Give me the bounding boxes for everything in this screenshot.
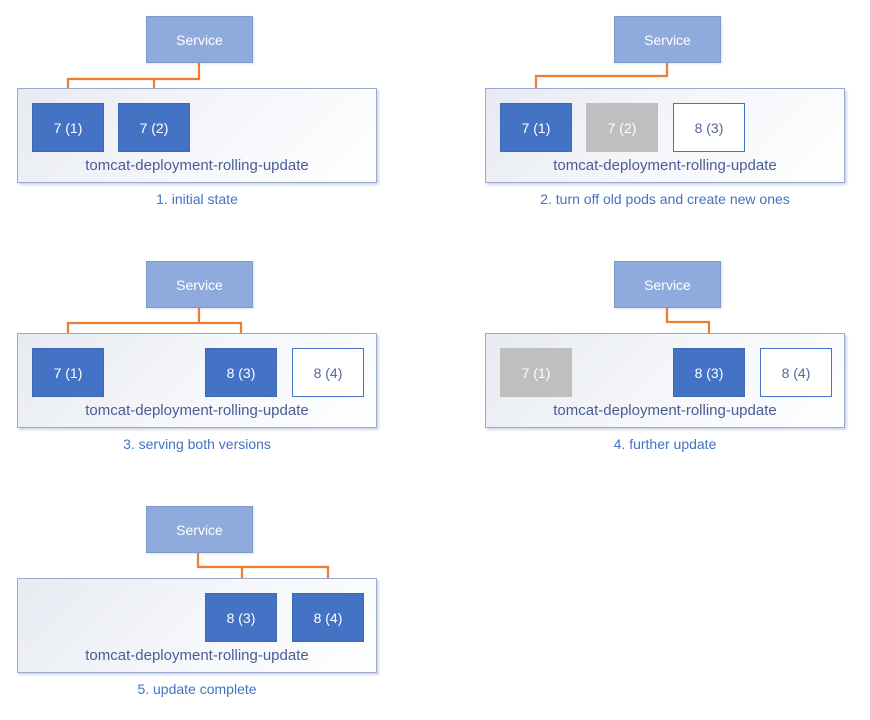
pod-7-2: 7 (2): [586, 103, 658, 152]
pod-7-1: 7 (1): [32, 348, 104, 397]
panel-caption: 5. update complete: [137, 681, 257, 697]
panel-further-update: Service 7 (1) 8 (3) 8 (4) tomcat-deploym…: [468, 245, 870, 475]
pod-8-4: 8 (4): [292, 593, 364, 642]
pod-7-1: 7 (1): [500, 103, 572, 152]
panel-caption: 3. serving both versions: [123, 436, 271, 452]
panel-initial-state: Service 7 (1) 7 (2) tomcat-deployment-ro…: [0, 0, 435, 230]
panel-caption: 1. initial state: [156, 191, 238, 207]
pod-7-1: 7 (1): [500, 348, 572, 397]
panel-caption: 4. further update: [613, 436, 717, 452]
pod-8-3: 8 (3): [205, 348, 277, 397]
deployment-label: tomcat-deployment-rolling-update: [553, 402, 777, 419]
pod-7-1: 7 (1): [32, 103, 104, 152]
service-box: Service: [146, 261, 253, 308]
deployment-label: tomcat-deployment-rolling-update: [85, 157, 309, 174]
deployment-box: [485, 88, 845, 183]
pod-8-3: 8 (3): [673, 348, 745, 397]
pod-8-4: 8 (4): [292, 348, 364, 397]
panel-update-complete: Service 8 (3) 8 (4) tomcat-deployment-ro…: [0, 490, 435, 720]
pod-8-3: 8 (3): [205, 593, 277, 642]
panel-caption: 2. turn off old pods and create new ones: [540, 191, 790, 207]
pod-8-3: 8 (3): [673, 103, 745, 152]
pod-8-4: 8 (4): [760, 348, 832, 397]
deployment-label: tomcat-deployment-rolling-update: [85, 647, 309, 664]
pod-7-2: 7 (2): [118, 103, 190, 152]
service-box: Service: [146, 16, 253, 63]
panel-serving-both-versions: Service 7 (1) 8 (3) 8 (4) tomcat-deploym…: [0, 245, 435, 475]
service-box: Service: [614, 16, 721, 63]
panel-turn-off-old-pods: Service 7 (1) 7 (2) 8 (3) tomcat-deploym…: [468, 0, 870, 230]
deployment-label: tomcat-deployment-rolling-update: [85, 402, 309, 419]
service-box: Service: [614, 261, 721, 308]
deployment-label: tomcat-deployment-rolling-update: [553, 157, 777, 174]
service-box: Service: [146, 506, 253, 553]
